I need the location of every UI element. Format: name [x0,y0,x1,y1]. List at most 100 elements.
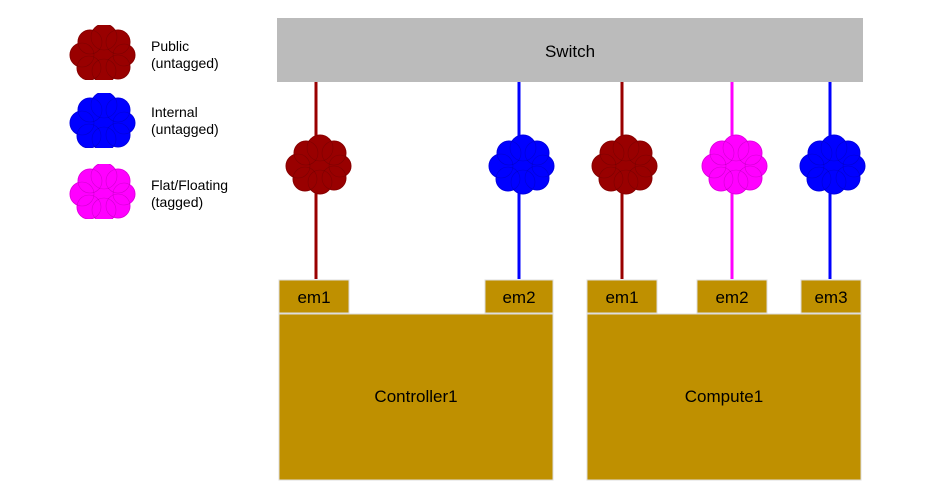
legend-cloud-internal [69,93,136,148]
cloud-outline [531,154,555,178]
cloud-outline [76,194,102,219]
switch-box [277,18,863,82]
cloud-bump [488,153,514,179]
cloud-bump [723,169,749,195]
legend-label-flat-floating: Flat/Floating [151,177,229,193]
cloud-outline [591,153,617,179]
cloud-bump [591,153,617,179]
port-label-controller1-em1: em1 [297,288,330,307]
port-label-compute1-em1: em1 [605,288,638,307]
cloud-outline [112,43,136,67]
cloud-bump [799,153,825,179]
cloud-outline [708,166,734,192]
cloud-outline [285,153,311,179]
cloud-bump [83,35,121,73]
cloud-bump [627,140,653,166]
cloud-outline [90,25,118,51]
cloud-outline [76,55,102,80]
cloud-outline [77,97,103,123]
port-box-controller1-em1 [278,279,350,314]
host-box-controller1 [278,313,554,481]
port-box-compute1-em2 [696,279,768,314]
port-label-controller1-em2: em2 [502,288,535,307]
cloud-outline [321,140,347,166]
legend-tag-flat-floating: (tagged) [151,194,204,210]
cloud-outline [307,169,333,195]
host-label-controller1: Controller1 [374,387,457,406]
network-clouds [285,134,866,195]
cloud-outline [820,134,848,162]
cloud-bump [722,134,750,162]
cloud-bump [806,166,832,192]
cloud-bump [83,174,121,212]
cloud-outline [701,153,727,179]
cloud-bump [613,169,639,195]
cloud-outline [598,166,624,192]
cloud-outline [744,154,768,178]
legend-tag-internal: (untagged) [151,121,219,137]
cloud-outline [77,168,103,194]
host-label-compute1: Compute1 [685,387,763,406]
cloud-bump [634,154,658,178]
cloud-outline [105,97,131,123]
cloud-bump [842,154,866,178]
cloud-outline [321,165,347,191]
cloud-bump [807,140,833,166]
cloud-icon [285,134,352,195]
cloud-outline [799,153,825,179]
cloud-outline [524,140,550,166]
cloud-outline [112,182,136,206]
cloud-outline [599,140,625,166]
cloud-outline [807,140,833,166]
cloud-outline [627,165,653,191]
cloud-outline [112,111,136,135]
cloud-bump [524,165,550,191]
cloud-outline [91,126,117,148]
cloud-outline [76,123,102,148]
cloud-bump [708,166,734,192]
cloud-outline [709,140,735,166]
port-box-controller1-em2 [484,279,554,314]
cloud-bump [321,140,347,166]
cloud-outline [90,93,118,119]
legend-item-internal: Internal (untagged) [151,104,219,138]
cloud-outline [105,122,131,148]
cloud-outline [488,153,514,179]
legend-item-public: Public (untagged) [151,38,219,72]
cloud-bump [605,146,643,184]
cloud-outline [69,181,95,207]
legend-label-internal: Internal [151,104,198,120]
cloud-bump [510,169,536,195]
legend-item-flat-floating: Flat/Floating (tagged) [151,177,228,211]
cloud-bump [502,146,540,184]
cloud-bump [701,153,727,179]
cloud-outline [627,140,653,166]
cloud-bump [292,166,318,192]
cloud-bump [509,134,537,162]
network-links [314,82,832,279]
legend-cloud-flat-floating [69,164,136,219]
cloud-outline [613,169,639,195]
cloud-bump [627,165,653,191]
cloud-bump [299,146,337,184]
cloud-outline [821,169,847,195]
cloud-bump [737,140,763,166]
cloud-outline [806,166,832,192]
cloud-bump [821,169,847,195]
cloud-outline [69,42,95,68]
cloud-bump [285,153,311,179]
cloud-outline [69,110,95,136]
cloud-outline [835,140,861,166]
legend-label-public: Public [151,38,190,54]
cloud-outline [496,140,522,166]
legend-cloud-public [69,25,136,80]
cloud-outline [510,169,536,195]
port-label-compute1-em3: em3 [814,288,847,307]
cloud-bump [598,166,624,192]
cloud-outline [524,165,550,191]
host-box-compute1 [586,313,862,481]
cloud-bump [293,140,319,166]
cloud-icon [69,25,136,80]
cloud-bump [835,140,861,166]
